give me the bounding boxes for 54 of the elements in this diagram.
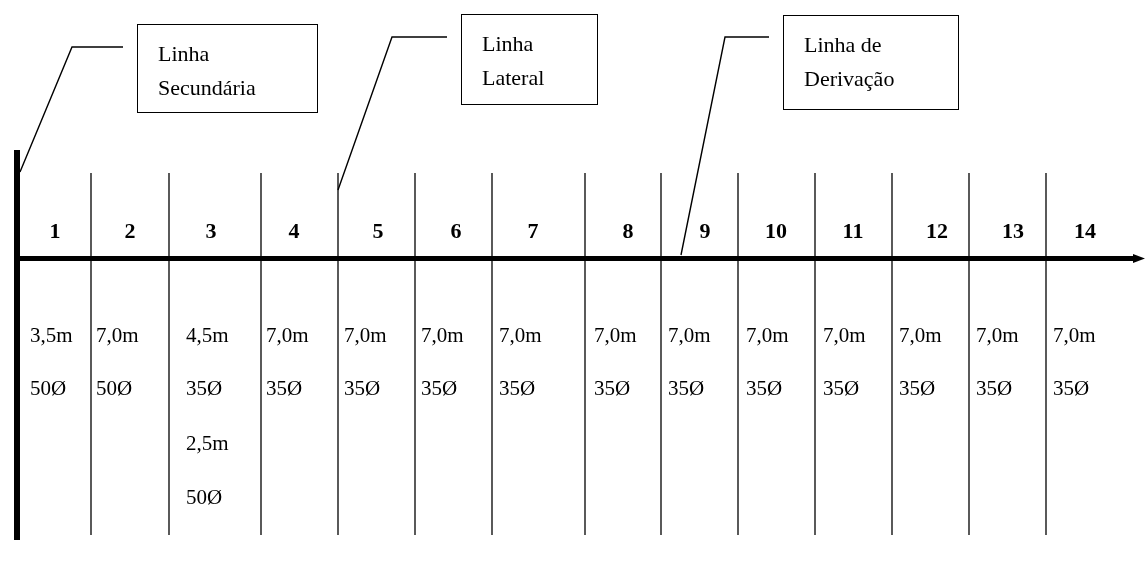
section-value: 50Ø xyxy=(30,377,67,399)
section-value: 50Ø xyxy=(186,486,223,508)
section-value: 7,0m xyxy=(668,324,711,346)
callout-box xyxy=(461,14,598,105)
section-value: 7,0m xyxy=(1053,324,1096,346)
section-value: 7,0m xyxy=(499,324,542,346)
section-value: 7,0m xyxy=(266,324,309,346)
section-value: 35Ø xyxy=(499,377,536,399)
section-value: 35Ø xyxy=(746,377,783,399)
leader-line xyxy=(680,36,770,256)
section-value: 35Ø xyxy=(421,377,458,399)
section-value: 7,0m xyxy=(899,324,942,346)
section-value: 50Ø xyxy=(96,377,133,399)
leader-line xyxy=(337,36,448,191)
section-value: 7,0m xyxy=(344,324,387,346)
section-value: 7,0m xyxy=(823,324,866,346)
section-value: 35Ø xyxy=(1053,377,1090,399)
section-number: 12 xyxy=(926,220,948,242)
section-value: 7,0m xyxy=(96,324,139,346)
callout-text: Linha de Derivação xyxy=(804,31,896,93)
callout-text: Linha Lateral xyxy=(482,30,546,92)
section-value: 35Ø xyxy=(266,377,303,399)
section-value: 35Ø xyxy=(823,377,860,399)
callout-box xyxy=(783,15,959,110)
section-number: 5 xyxy=(372,220,384,242)
section-number: 6 xyxy=(450,220,462,242)
section-value: 4,5m xyxy=(186,324,229,346)
section-number: 4 xyxy=(288,220,300,242)
section-number: 9 xyxy=(699,220,711,242)
section-number: 2 xyxy=(124,220,136,242)
section-number: 10 xyxy=(765,220,787,242)
section-value: 35Ø xyxy=(899,377,936,399)
section-value: 7,0m xyxy=(594,324,637,346)
section-value: 35Ø xyxy=(344,377,381,399)
section-value: 35Ø xyxy=(594,377,631,399)
section-number: 3 xyxy=(205,220,217,242)
callout-text: Linha Secundária xyxy=(158,40,257,102)
section-value: 35Ø xyxy=(976,377,1013,399)
section-value: 35Ø xyxy=(668,377,705,399)
section-number: 7 xyxy=(527,220,539,242)
section-value: 2,5m xyxy=(186,432,229,454)
section-number: 14 xyxy=(1074,220,1096,242)
section-number: 11 xyxy=(842,220,864,242)
section-value: 7,0m xyxy=(976,324,1019,346)
section-number: 13 xyxy=(1002,220,1024,242)
section-value: 7,0m xyxy=(746,324,789,346)
section-value: 7,0m xyxy=(421,324,464,346)
main-line-arrow xyxy=(19,254,1145,263)
section-number: 1 xyxy=(49,220,61,242)
section-number: 8 xyxy=(622,220,634,242)
section-value: 35Ø xyxy=(186,377,223,399)
callout-box xyxy=(137,24,318,113)
section-value: 3,5m xyxy=(30,324,73,346)
leader-line xyxy=(19,46,124,173)
